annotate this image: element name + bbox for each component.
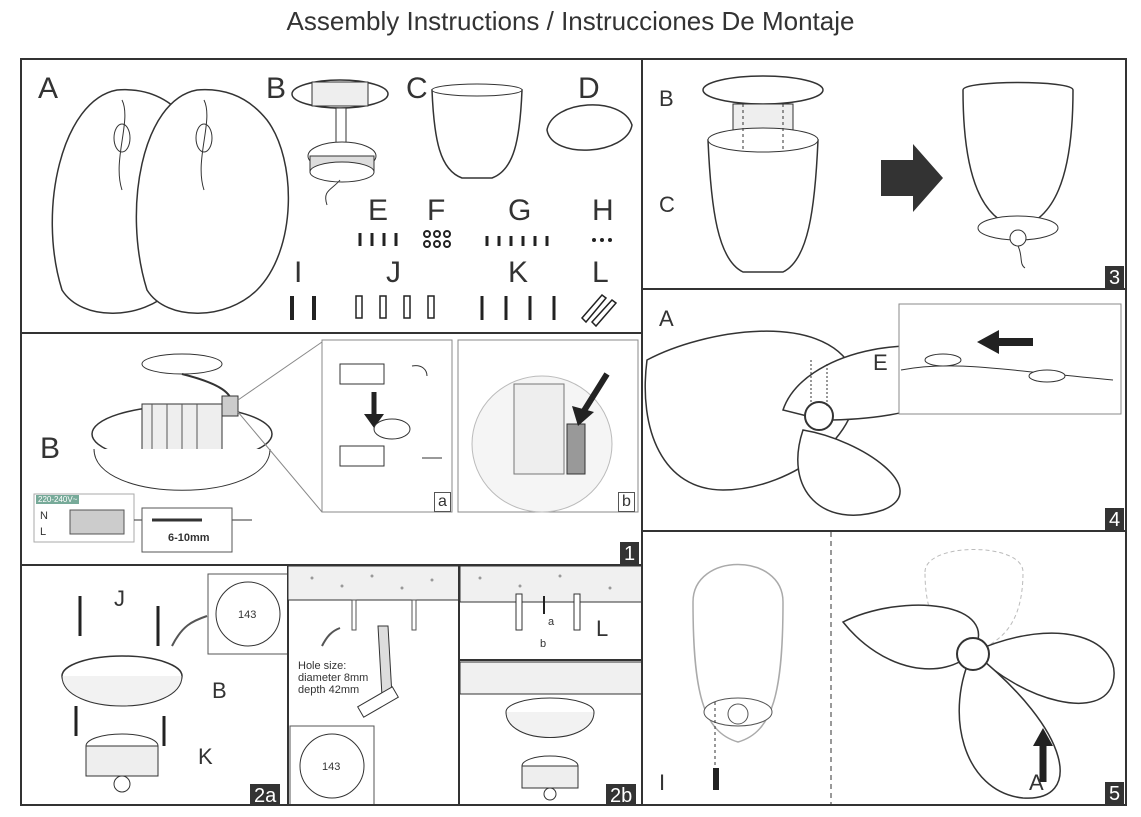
bracket-code-top: 143 [238,609,257,621]
step2a-label-k: K [198,744,213,769]
step1-illustration [33,339,639,553]
step2b-illustration [460,566,641,801]
part-label-f: F [427,194,446,227]
step2b-panel: L a b 2b [458,564,643,806]
step2b-sub-b: b [540,638,547,650]
page-title: Assembly Instructions / Instrucciones De… [286,6,855,36]
step-number-5: 5 [1105,782,1125,804]
part-label-a: A [38,72,59,105]
part-label-d: D [578,72,600,105]
part-label-c: C [406,72,428,105]
step4-label-e: E [873,350,888,375]
step-number-1: 1 [620,542,640,564]
voltage-label: 220-240V~ [36,495,80,504]
step2a-label-j: J [114,586,125,611]
part-label-b: B [266,72,287,105]
wire-n-label: N [40,510,48,522]
step5-label-i: I [659,770,666,795]
hole-note-line2: diameter 8mm [298,672,369,684]
step-number-2b: 2b [606,784,637,804]
step3-label-c: C [659,192,675,217]
step5-illustration [692,532,1115,804]
step-number-4: 4 [1105,508,1125,530]
step1-panel: B 220-240V~ N L 6-10mm a b 1 [20,332,643,566]
step2b-sub-a: a [548,616,555,628]
step2a-illustration [61,566,458,804]
part-label-h: H [592,194,614,227]
part-label-k: K [508,256,529,289]
wire-l-label: L [40,526,47,538]
step4-illustration [644,303,1122,516]
step3-panel: B C 3 [641,58,1127,290]
step2a-label-b: B [212,678,227,703]
step5-panel: I A 5 [641,530,1127,806]
parts-panel: A B C D E F G H I J K L [20,58,643,334]
step1-label-b: B [40,432,61,465]
part-label-j: J [386,256,401,289]
step4-panel: A E 4 [641,288,1127,532]
part-label-l: L [592,256,609,289]
strip-length-label: 6-10mm [168,532,210,544]
hole-note-line1: Hole size: [298,660,347,672]
hole-note-line3: depth 42mm [298,684,360,696]
part-label-i: I [294,256,303,289]
step2a-panel: J B K 143 143 Hole size: diameter 8mm de… [20,564,460,806]
part-label-e: E [368,194,389,227]
step1-sub-a: a [434,492,451,512]
step1-sub-b: b [618,492,635,512]
step5-label-a: A [1029,770,1044,795]
part-label-g: G [508,194,532,227]
step-number-2a: 2a [250,784,281,804]
parts-illustration [51,79,633,328]
step-number-3: 3 [1105,266,1125,288]
bracket-code-bottom: 143 [322,761,341,773]
step4-label-a: A [659,306,674,331]
step2b-label-l: L [596,616,609,641]
step3-label-b: B [659,86,674,111]
step3-illustration [702,75,1074,273]
